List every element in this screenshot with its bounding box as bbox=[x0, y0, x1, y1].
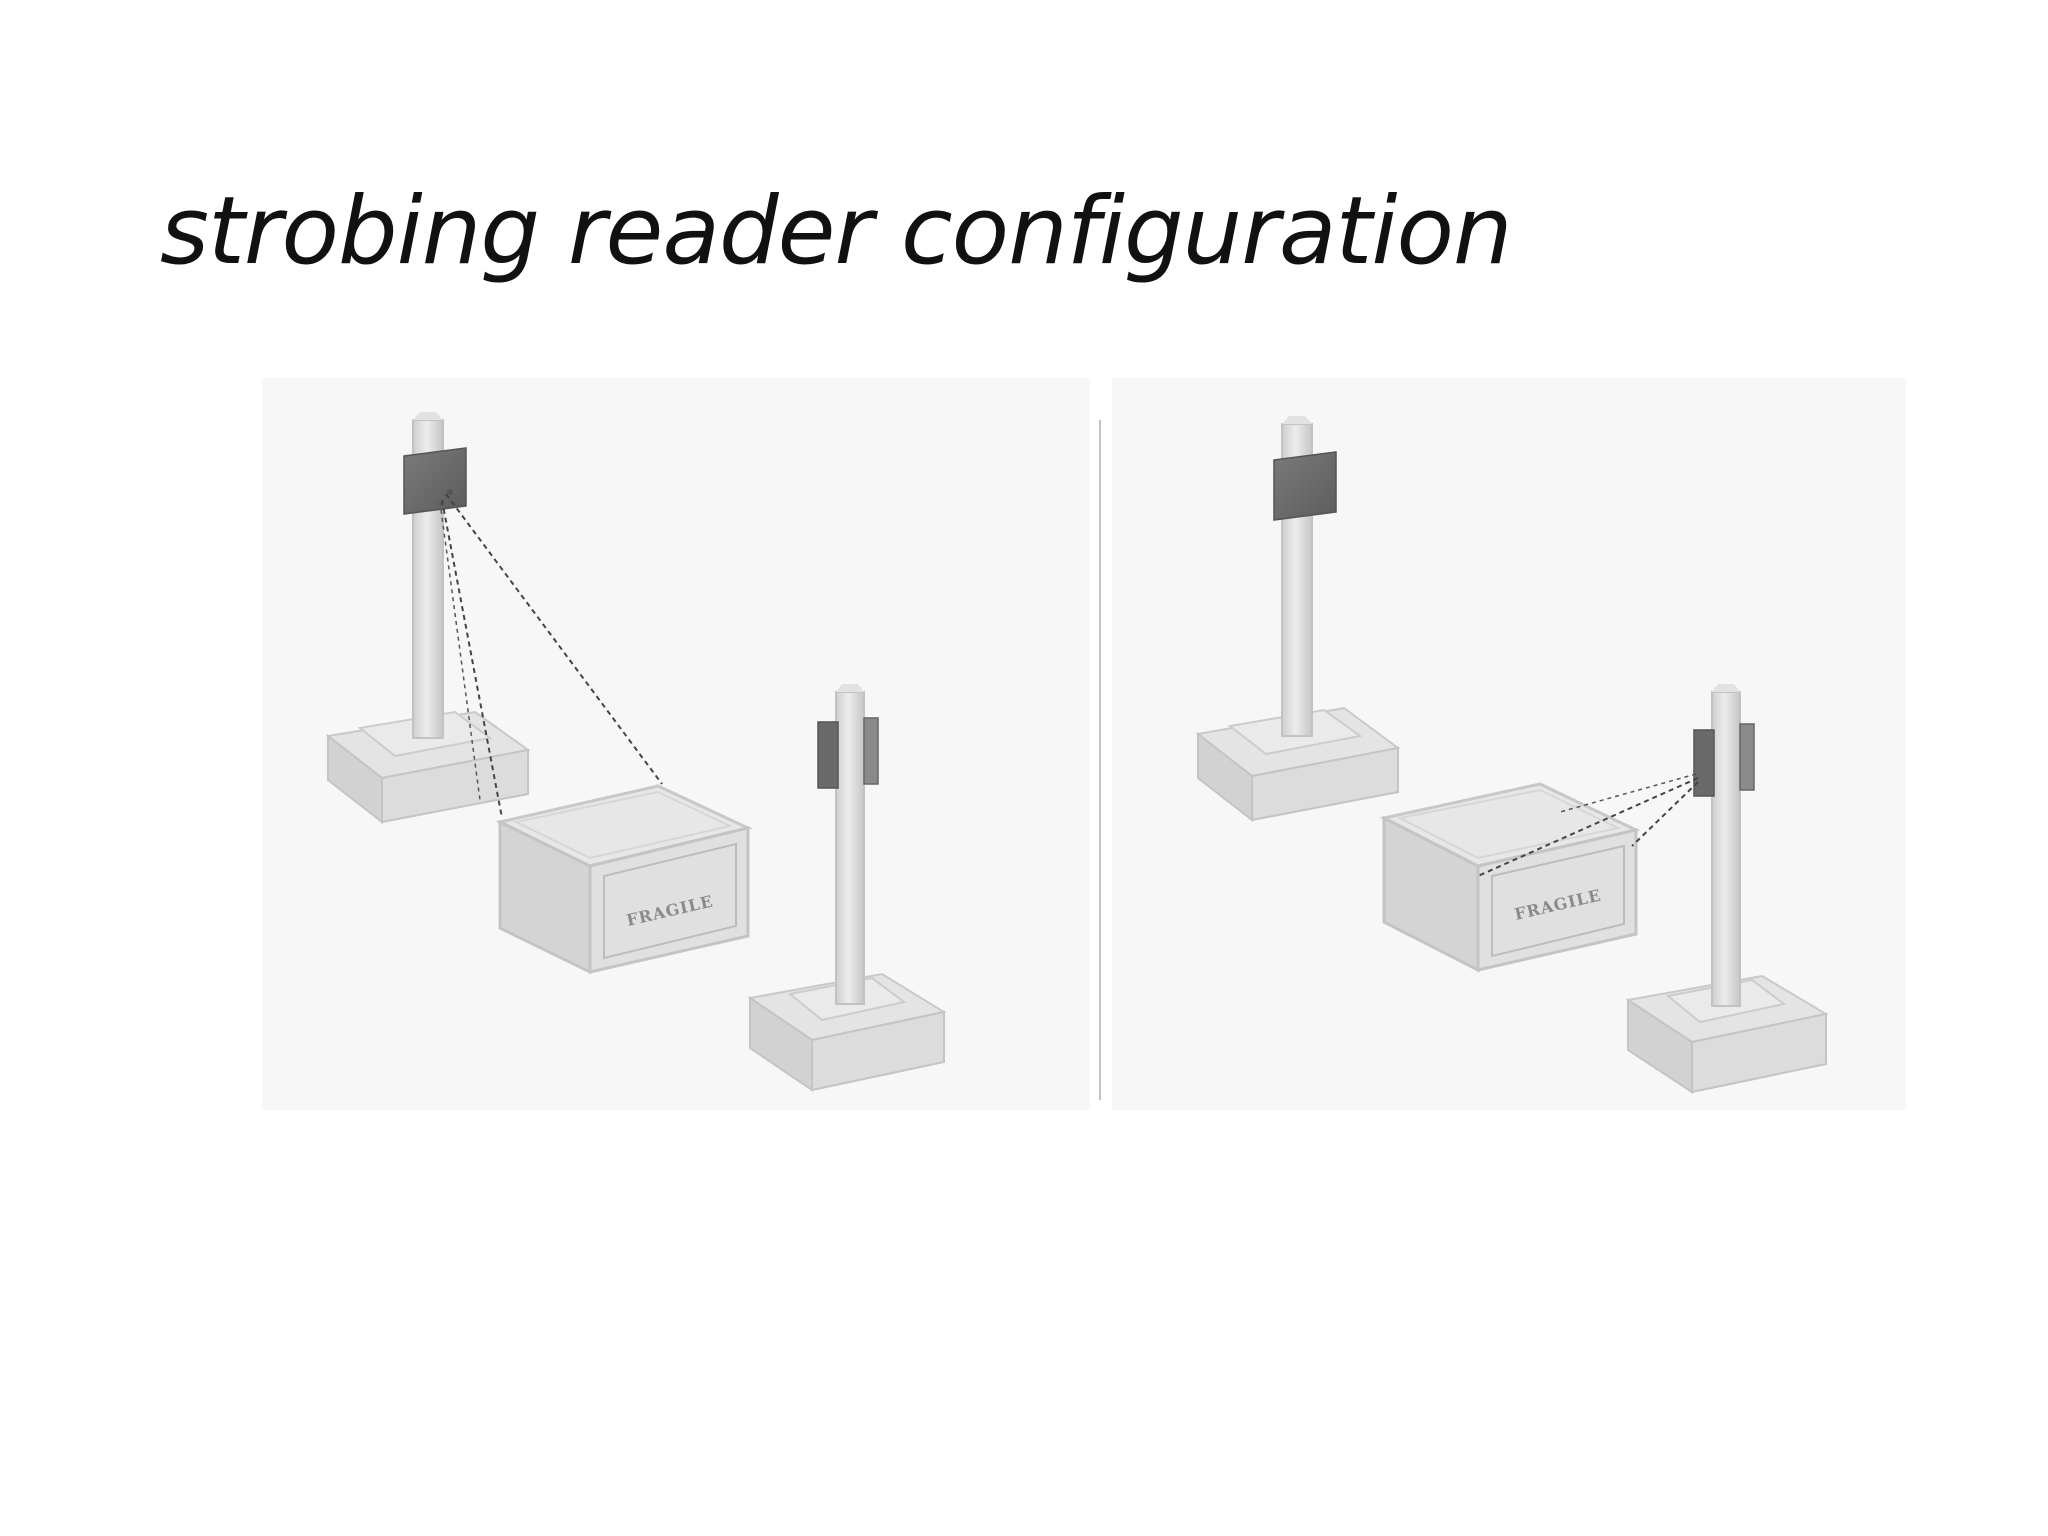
stand-post-cap bbox=[413, 412, 443, 420]
stand-post-cap bbox=[1712, 684, 1740, 692]
stand-base-side bbox=[811, 1010, 945, 1092]
right-panel: FRAGILE bbox=[1112, 378, 1906, 1110]
left-panel: FRAGILE bbox=[262, 378, 1090, 1110]
box-side bbox=[1476, 828, 1638, 972]
reader-antenna bbox=[817, 721, 839, 789]
right-signal-lines bbox=[1477, 773, 1699, 877]
stand-post bbox=[835, 691, 865, 1005]
box-side-panel bbox=[603, 842, 737, 960]
box-side-panel bbox=[1491, 844, 1625, 958]
stand-post-cap bbox=[836, 684, 864, 692]
stand-post bbox=[1711, 691, 1741, 1007]
slide-title: strobing reader configuration bbox=[160, 177, 1513, 286]
reader-antenna-back bbox=[863, 717, 879, 785]
reader-emit-point bbox=[447, 489, 453, 495]
signal-line bbox=[1631, 781, 1699, 847]
reader-antenna-back bbox=[1739, 723, 1755, 791]
box-side bbox=[588, 826, 750, 974]
left-lower-reader-stand bbox=[747, 684, 947, 1092]
signal-line bbox=[1477, 777, 1699, 877]
stand-post-cap bbox=[1282, 416, 1312, 424]
reader-antenna bbox=[1693, 729, 1715, 797]
box-top-inset bbox=[1396, 788, 1622, 860]
signal-line bbox=[439, 501, 481, 801]
signal-line bbox=[445, 493, 663, 785]
reader-antenna bbox=[1273, 451, 1337, 521]
box-top-inset bbox=[512, 790, 734, 860]
right-upper-reader-stand bbox=[1195, 416, 1401, 823]
left-upper-reader-stand bbox=[325, 412, 531, 825]
stand-base-side bbox=[1251, 746, 1399, 822]
stand-base-side bbox=[381, 748, 529, 824]
left-signal-lines bbox=[439, 493, 663, 819]
right-lower-reader-stand bbox=[1625, 684, 1829, 1094]
right-box: FRAGILE bbox=[1379, 782, 1641, 973]
stand-base-side bbox=[1691, 1012, 1827, 1094]
reader-antenna bbox=[403, 447, 467, 515]
left-box: FRAGILE bbox=[495, 784, 753, 975]
